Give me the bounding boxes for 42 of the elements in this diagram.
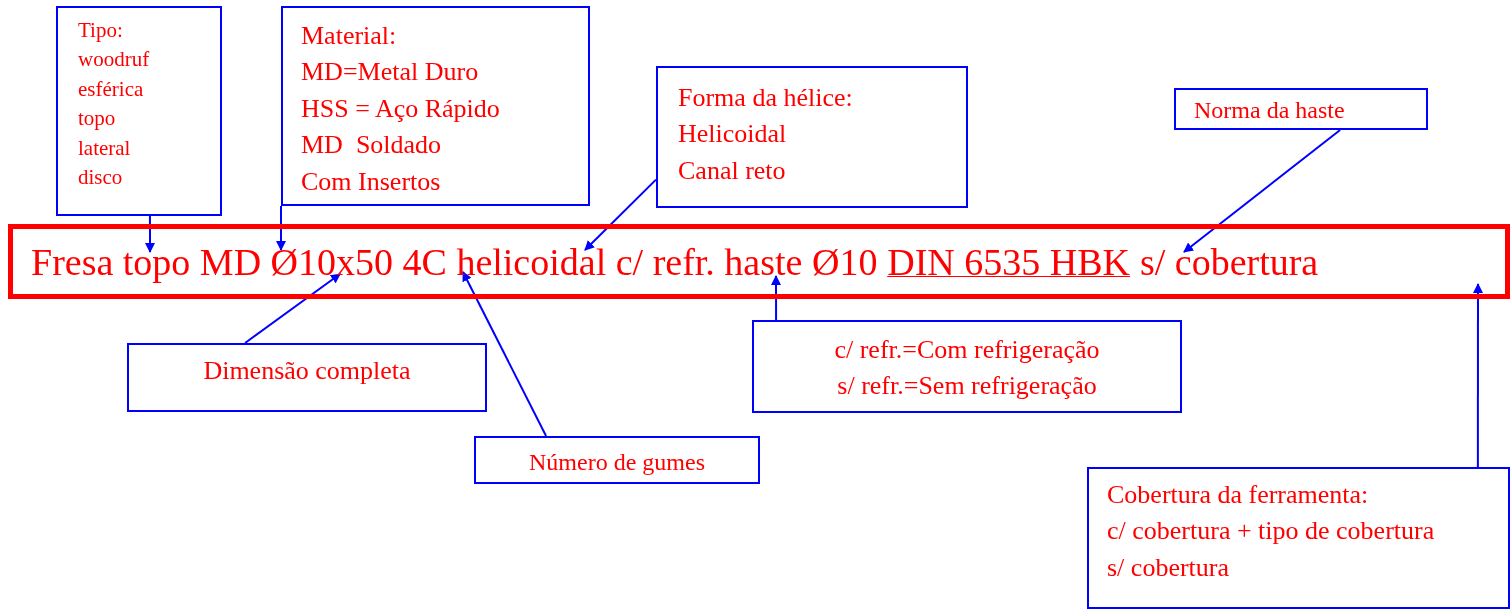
code-text: DIN 6535 HBK [887, 239, 1131, 284]
callout-text: Dimensão completa [203, 355, 411, 387]
leader-line [1183, 129, 1342, 253]
leader-line [462, 271, 548, 437]
leader-line [771, 275, 781, 321]
callout-text: Cobertura da ferramenta: [1107, 479, 1369, 511]
callout-box [56, 6, 222, 216]
callout-text: esférica [78, 75, 144, 103]
callout-text: s/ cobertura [1107, 551, 1229, 584]
callout-text: Com Insertos [301, 165, 441, 198]
callout-box [474, 436, 760, 484]
callout-text: c/ refr.=Com refrigeração [834, 334, 1100, 366]
callout-box [656, 66, 968, 208]
leader-line [244, 273, 341, 344]
callout-text: Tipo: [78, 17, 123, 44]
leader-line [584, 178, 657, 251]
callout-text: MD=Metal Duro [301, 56, 479, 89]
callout-text: Helicoidal [678, 118, 787, 151]
callout-text: Número de gumes [529, 448, 705, 477]
callout-text: lateral [78, 134, 131, 162]
leader-line [1473, 283, 1483, 468]
callout-box [127, 343, 487, 412]
callout-box [1087, 467, 1510, 609]
callout-text: Forma da hélice: [678, 82, 853, 114]
callout-box [281, 6, 590, 206]
callout-text: c/ cobertura + tipo de cobertura [1107, 515, 1435, 548]
leader-line [145, 215, 155, 253]
callout-text: disco [78, 163, 123, 191]
code-text: s/ cobertura [1139, 239, 1319, 284]
callout-text: Norma da haste [1194, 96, 1345, 125]
callout-text: woodruf [78, 46, 150, 74]
callout-text: HSS = Aço Rápido [301, 92, 500, 125]
code-text: Fresa topo MD Ø10x50 4C helicoidal c/ refr. haste Ø10 [31, 239, 878, 284]
callout-text: MD Soldado [301, 129, 442, 162]
leader-line [276, 205, 286, 251]
callout-text: Canal reto [678, 154, 786, 187]
code-box [8, 224, 1510, 299]
callout-text: Material: [301, 20, 397, 52]
callout-box [752, 320, 1182, 413]
callout-text: topo [78, 105, 116, 133]
callout-text: s/ refr.=Sem refrigeração [837, 370, 1097, 403]
callout-box [1174, 88, 1428, 130]
